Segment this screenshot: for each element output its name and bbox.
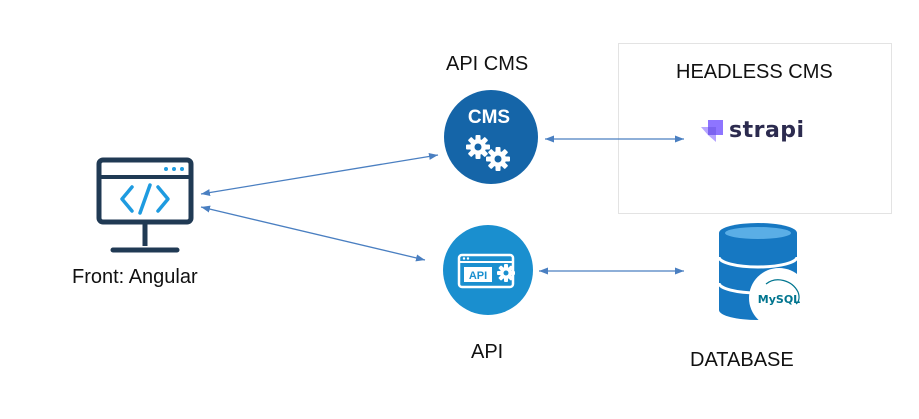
api-badge-text: API: [469, 270, 487, 282]
connector-front-api-cms: [200, 153, 439, 196]
api-node: API: [443, 225, 533, 315]
cms-badge-text: CMS: [468, 107, 510, 128]
connector-front-api: [200, 205, 426, 262]
gears-icon: [466, 135, 510, 171]
mysql-badge: [749, 268, 809, 328]
strapi-logo-text: strapi: [729, 118, 805, 143]
api-label: API: [471, 341, 504, 363]
headless-cms-label: HEADLESS CMS: [676, 61, 833, 83]
api-cms-label: API CMS: [446, 53, 529, 75]
api-cms-node: CMS: [444, 90, 538, 184]
monitor-code-icon: [96, 157, 194, 253]
headless-cms-box: [618, 43, 892, 214]
database-cylinder-icon: MySQL: [717, 223, 809, 328]
database-label: DATABASE: [690, 349, 794, 371]
mysql-logo-text: MySQL: [758, 293, 800, 306]
front-label: Front: Angular: [72, 266, 198, 288]
api-gear-icon: API: [457, 253, 515, 289]
strapi-logo-icon: [701, 119, 723, 142]
strapi-logo: strapi: [701, 118, 805, 143]
